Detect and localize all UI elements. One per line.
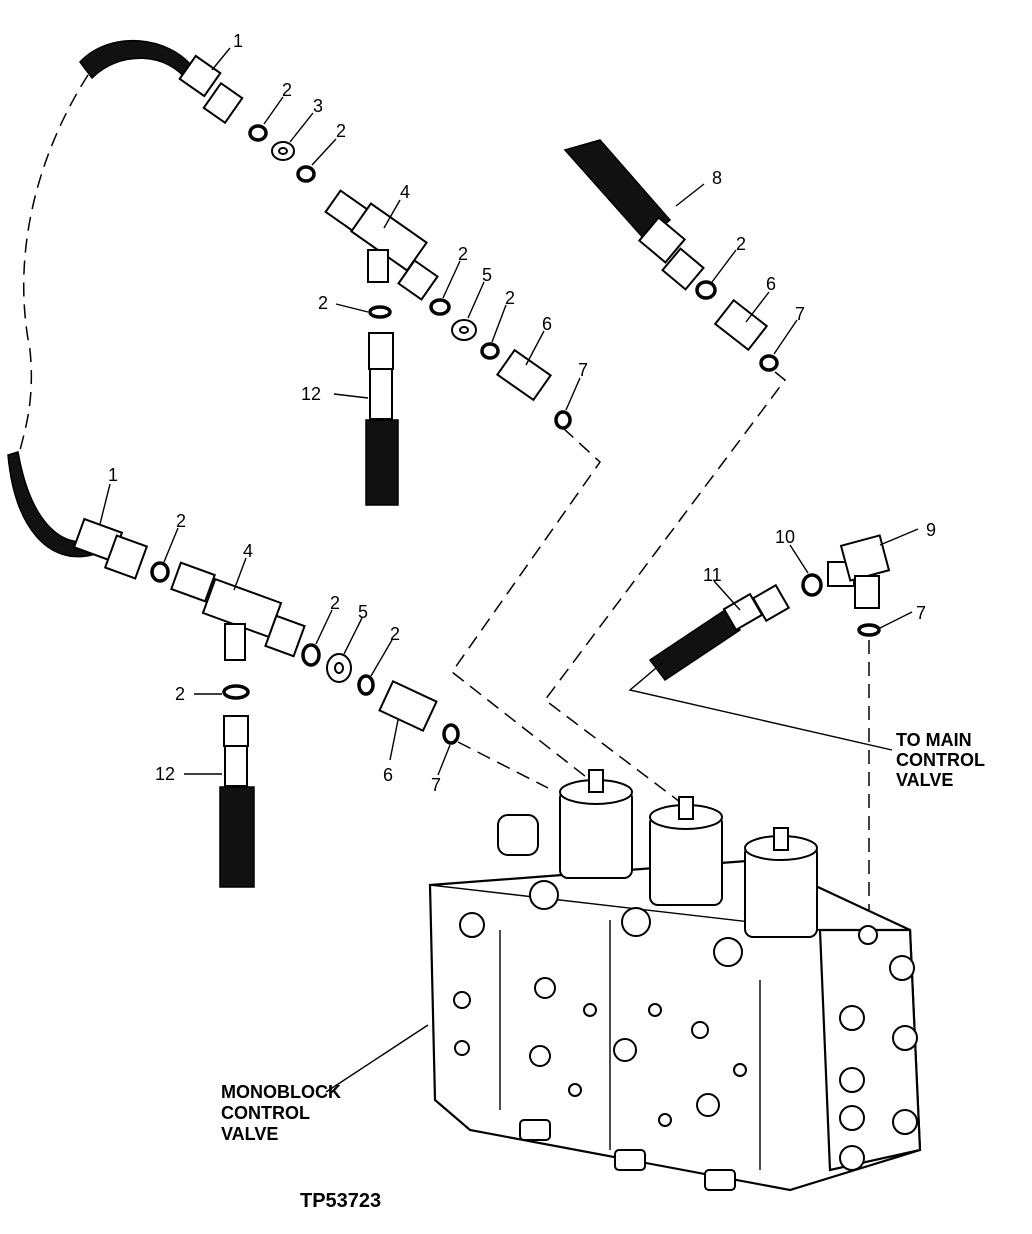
callout-3: 3 [313, 96, 323, 116]
lower-hose-1 [7, 451, 149, 580]
svg-text:CONTROL: CONTROL [896, 750, 985, 770]
connection-line [543, 371, 787, 809]
o-ring-icon [759, 354, 779, 372]
o-ring-icon [296, 165, 316, 183]
svg-text:TO MAIN: TO MAIN [896, 730, 972, 750]
elbow-fitting-9 [827, 534, 891, 609]
callout-4: 4 [400, 182, 410, 202]
svg-text:MONOBLOCK: MONOBLOCK [221, 1082, 341, 1102]
o-ring-icon [480, 342, 500, 360]
o-ring-icon [695, 280, 717, 300]
washer-3 [271, 141, 295, 161]
callout-2: 2 [330, 593, 340, 613]
o-ring-icon [442, 723, 460, 745]
svg-text:VALVE: VALVE [896, 770, 953, 790]
o-ring-icon [301, 643, 321, 667]
callout-7: 7 [578, 360, 588, 380]
upper-hose-1 [79, 39, 244, 125]
hose-continuation-line [19, 74, 89, 451]
callout-2: 2 [282, 80, 292, 100]
connection-line [450, 427, 601, 781]
callout-2: 2 [390, 624, 400, 644]
hose-12-lower [219, 715, 255, 888]
tee-fitting-4-upper [324, 189, 439, 301]
o-ring-icon [429, 298, 451, 316]
callouts: 1 2 3 2 4 2 5 2 6 7 2 12 8 2 6 7 1 2 4 2… [108, 31, 936, 795]
callout-2: 2 [336, 121, 346, 141]
callout-7: 7 [795, 304, 805, 324]
callout-7: 7 [431, 775, 441, 795]
callout-8: 8 [712, 168, 722, 188]
washer-5-lower [326, 653, 352, 683]
solenoid-icon [559, 769, 633, 879]
callout-12: 12 [301, 384, 321, 404]
callout-2: 2 [736, 234, 746, 254]
callout-6: 6 [766, 274, 776, 294]
o-ring-icon [150, 561, 170, 583]
callout-4: 4 [243, 541, 253, 561]
washer-5-upper [451, 319, 477, 341]
o-ring-icon [222, 684, 250, 700]
callout-2: 2 [318, 293, 328, 313]
main-control-valve-label: TO MAIN CONTROL VALVE [896, 730, 985, 790]
fitting-6-lower [378, 680, 438, 732]
svg-text:CONTROL: CONTROL [221, 1103, 310, 1123]
hose-8 [563, 139, 705, 291]
o-ring-icon [357, 674, 375, 696]
hose-12-upper [365, 332, 399, 506]
callout-6: 6 [542, 314, 552, 334]
callout-1: 1 [233, 31, 243, 51]
o-ring-icon [801, 573, 823, 597]
callout-7: 7 [916, 603, 926, 623]
monoblock-control-valve [428, 769, 922, 1192]
callout-2: 2 [176, 511, 186, 531]
callout-2: 2 [458, 244, 468, 264]
o-ring-icon [248, 124, 268, 142]
callout-6: 6 [383, 765, 393, 785]
callout-1: 1 [108, 465, 118, 485]
callout-11: 11 [703, 565, 722, 585]
callout-10: 10 [775, 527, 795, 547]
callout-5: 5 [482, 265, 492, 285]
callout-2: 2 [175, 684, 185, 704]
o-ring-icon [554, 410, 572, 430]
solenoid-icon [649, 796, 723, 906]
figure-id: TP53723 [300, 1190, 381, 1212]
fitting-6-right [713, 298, 769, 352]
tee-fitting-4-lower [170, 561, 306, 661]
callout-5: 5 [358, 602, 368, 622]
callout-12: 12 [155, 764, 175, 784]
connection-line [457, 741, 549, 789]
monoblock-control-valve-label: MONOBLOCK CONTROL VALVE [221, 1082, 341, 1144]
solenoid-icon [744, 827, 818, 938]
o-ring-icon [368, 305, 392, 319]
callout-2: 2 [505, 288, 515, 308]
hose-11 [648, 583, 791, 682]
fitting-6-upper [495, 348, 553, 402]
svg-text:VALVE: VALVE [221, 1124, 278, 1144]
o-ring-icon [857, 623, 881, 637]
callout-9: 9 [926, 520, 936, 540]
leader-lines [99, 47, 919, 1093]
